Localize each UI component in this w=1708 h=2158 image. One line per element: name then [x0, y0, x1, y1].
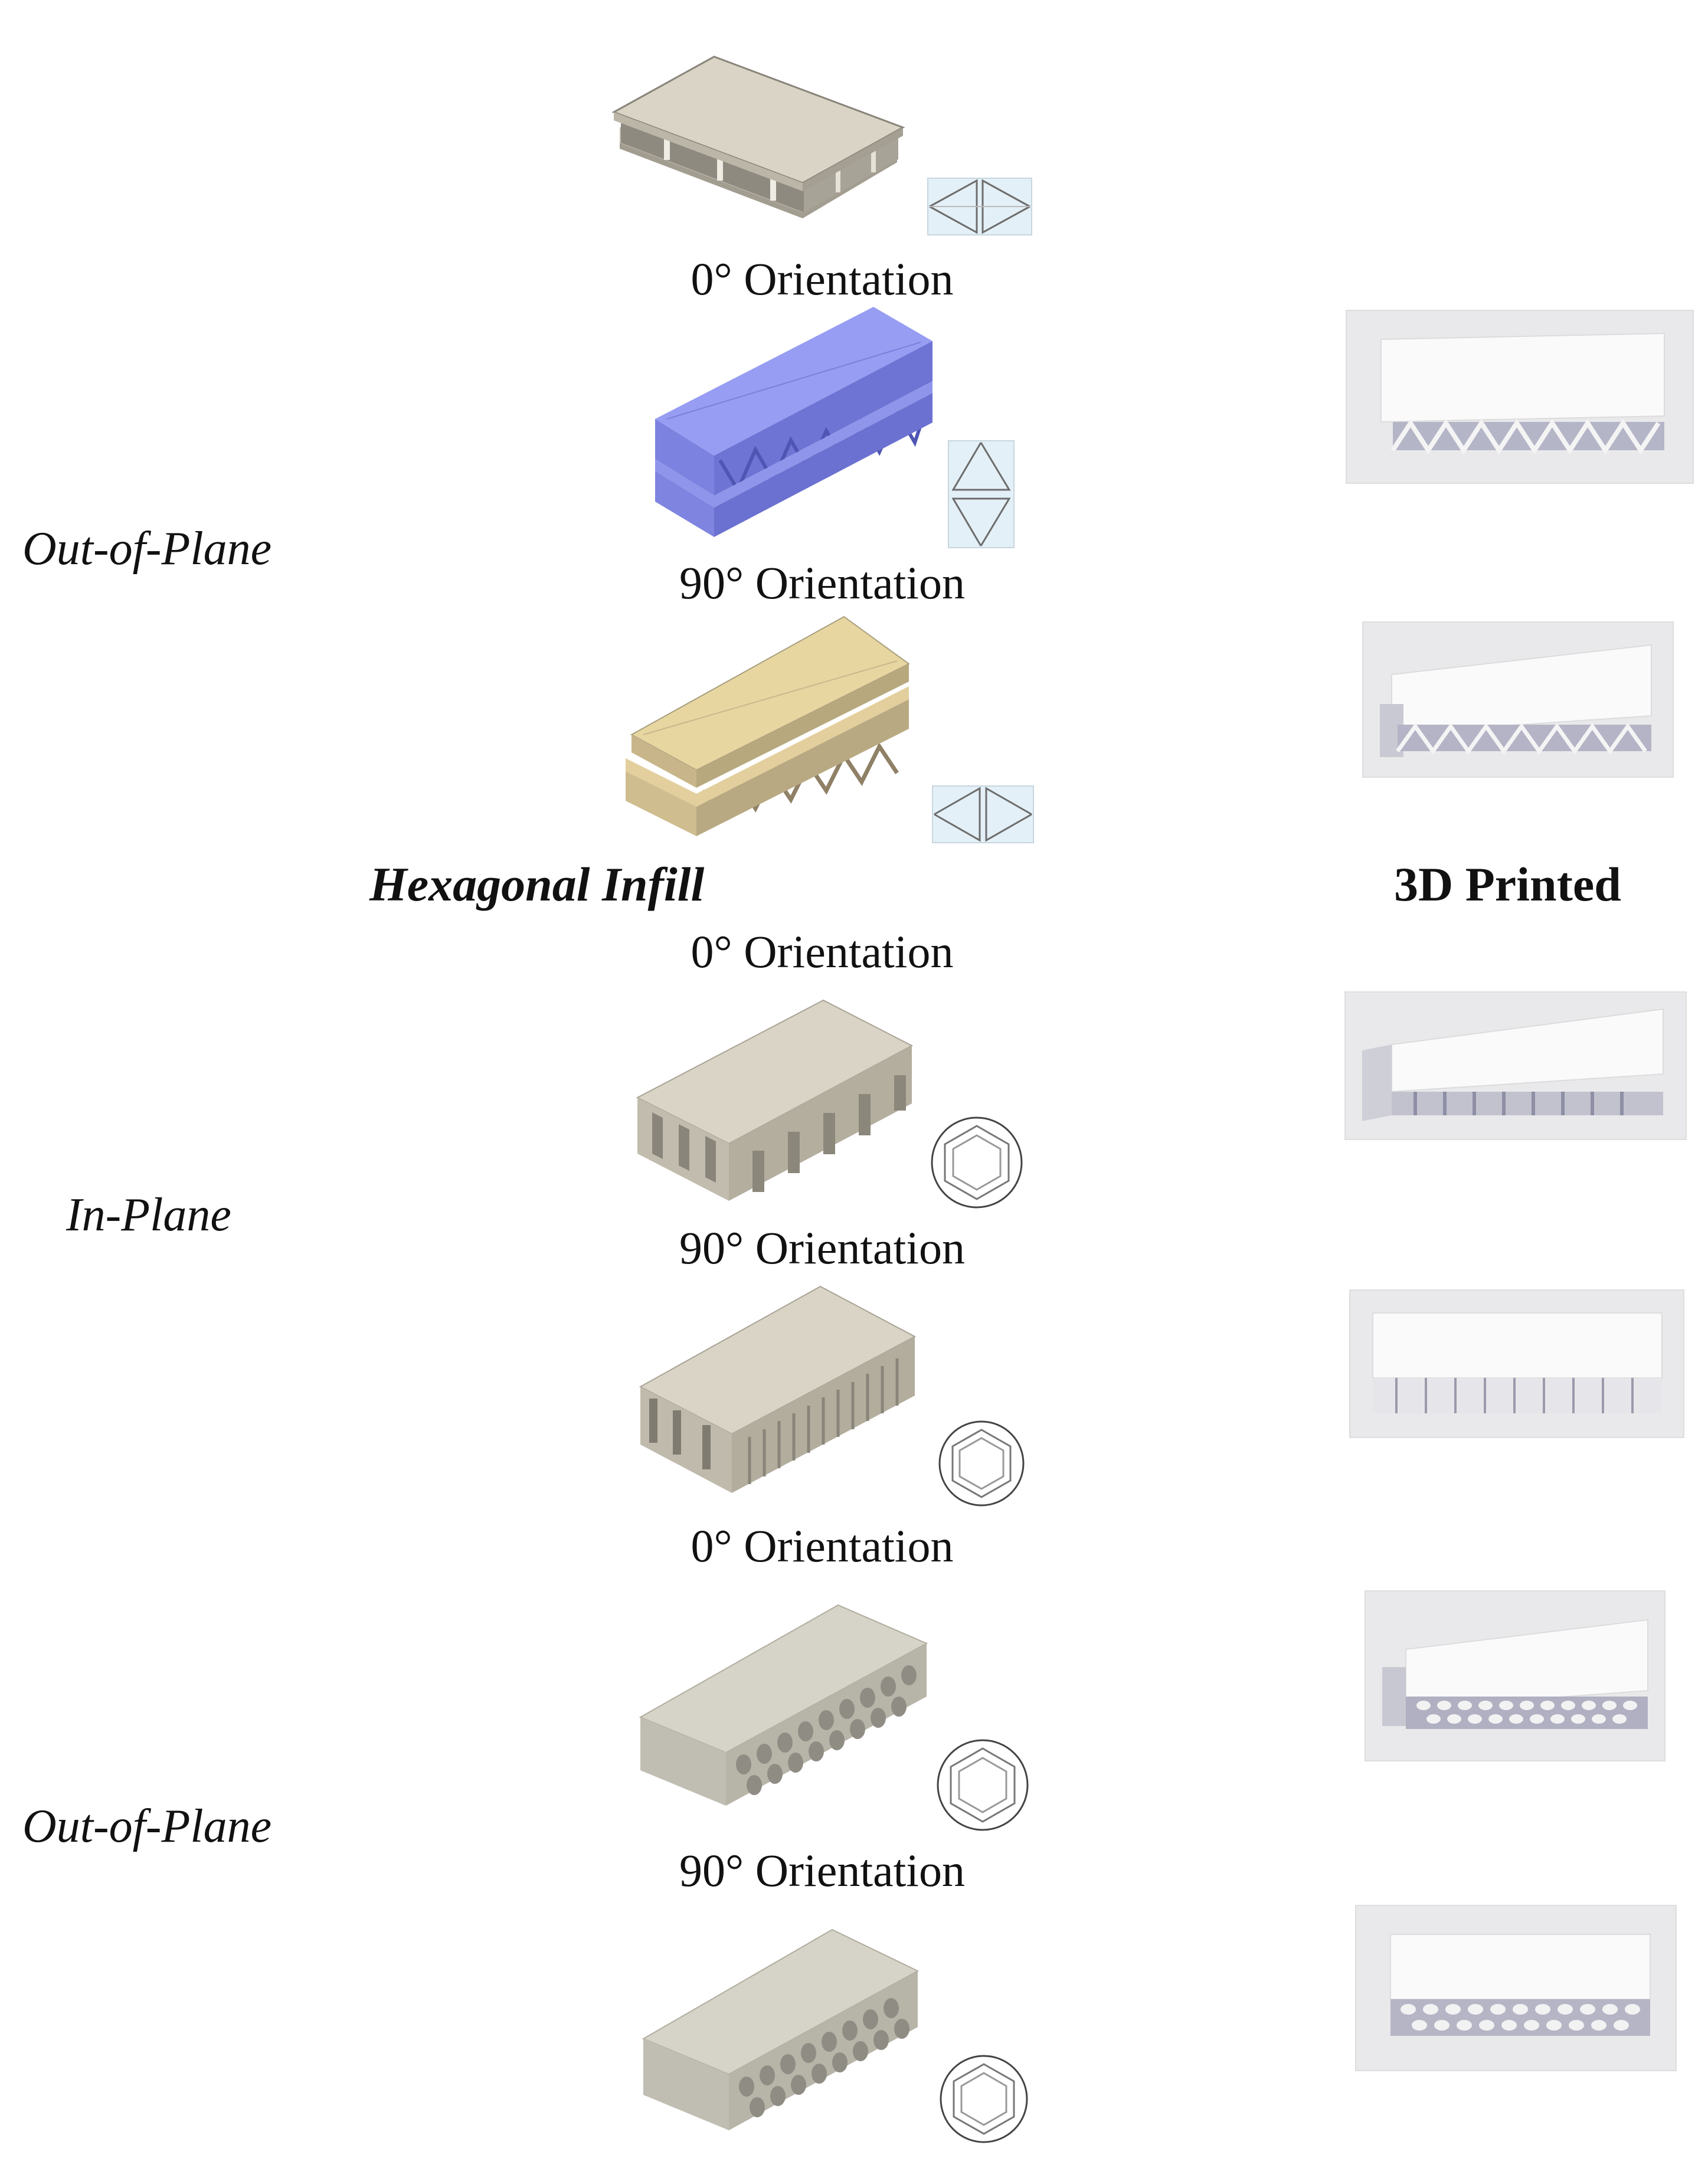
- orientation-label-3: 0° Orientation: [691, 926, 954, 977]
- model-row6-grey-honeycomb: [639, 1604, 928, 1806]
- hexagon-cell-icon-1: [931, 1116, 1023, 1209]
- side-label-in-plane: In-Plane: [66, 1189, 231, 1241]
- model-row4-beige-vertical-walls: [636, 999, 914, 1201]
- orientation-label-6: 90° Orientation: [679, 1845, 965, 1896]
- photo-row6-printed-specimen: [1365, 1590, 1666, 1761]
- photo-row4-printed-specimen: [1344, 991, 1687, 1140]
- model-row2-blue-triangular: [655, 307, 932, 537]
- photo-row2-printed-specimen: [1346, 310, 1694, 484]
- hexagon-cell-icon-4: [940, 2055, 1028, 2143]
- heading-hexagonal-infill: Hexagonal Infill: [369, 857, 705, 911]
- photo-row7-printed-specimen: [1355, 1905, 1677, 2071]
- orientation-label-1: 0° Orientation: [691, 253, 954, 304]
- triangle-cell-icon-2: [948, 440, 1015, 548]
- model-row3-yellow-triangular: [626, 615, 910, 836]
- side-label-out-of-plane-bottom: Out-of-Plane: [22, 1800, 272, 1852]
- triangle-cell-icon-3: [932, 785, 1034, 843]
- orientation-label-4: 90° Orientation: [679, 1222, 965, 1273]
- side-label-out-of-plane-top: Out-of-Plane: [22, 523, 272, 575]
- model-row7-grey-honeycomb: [642, 1928, 920, 2130]
- triangle-cell-icon-1: [927, 178, 1032, 235]
- photo-row5-printed-specimen: [1349, 1289, 1684, 1438]
- hexagon-cell-icon-2: [938, 1420, 1025, 1507]
- orientation-label-2: 90° Orientation: [679, 557, 965, 608]
- hexagon-cell-icon-3: [937, 1739, 1029, 1831]
- heading-3d-printed: 3D Printed: [1394, 857, 1621, 911]
- model-row1-beige-panel: [611, 55, 905, 218]
- model-row5-beige-dense-walls: [639, 1285, 917, 1493]
- photo-row3-printed-specimen: [1362, 621, 1674, 778]
- orientation-label-5: 0° Orientation: [691, 1520, 954, 1571]
